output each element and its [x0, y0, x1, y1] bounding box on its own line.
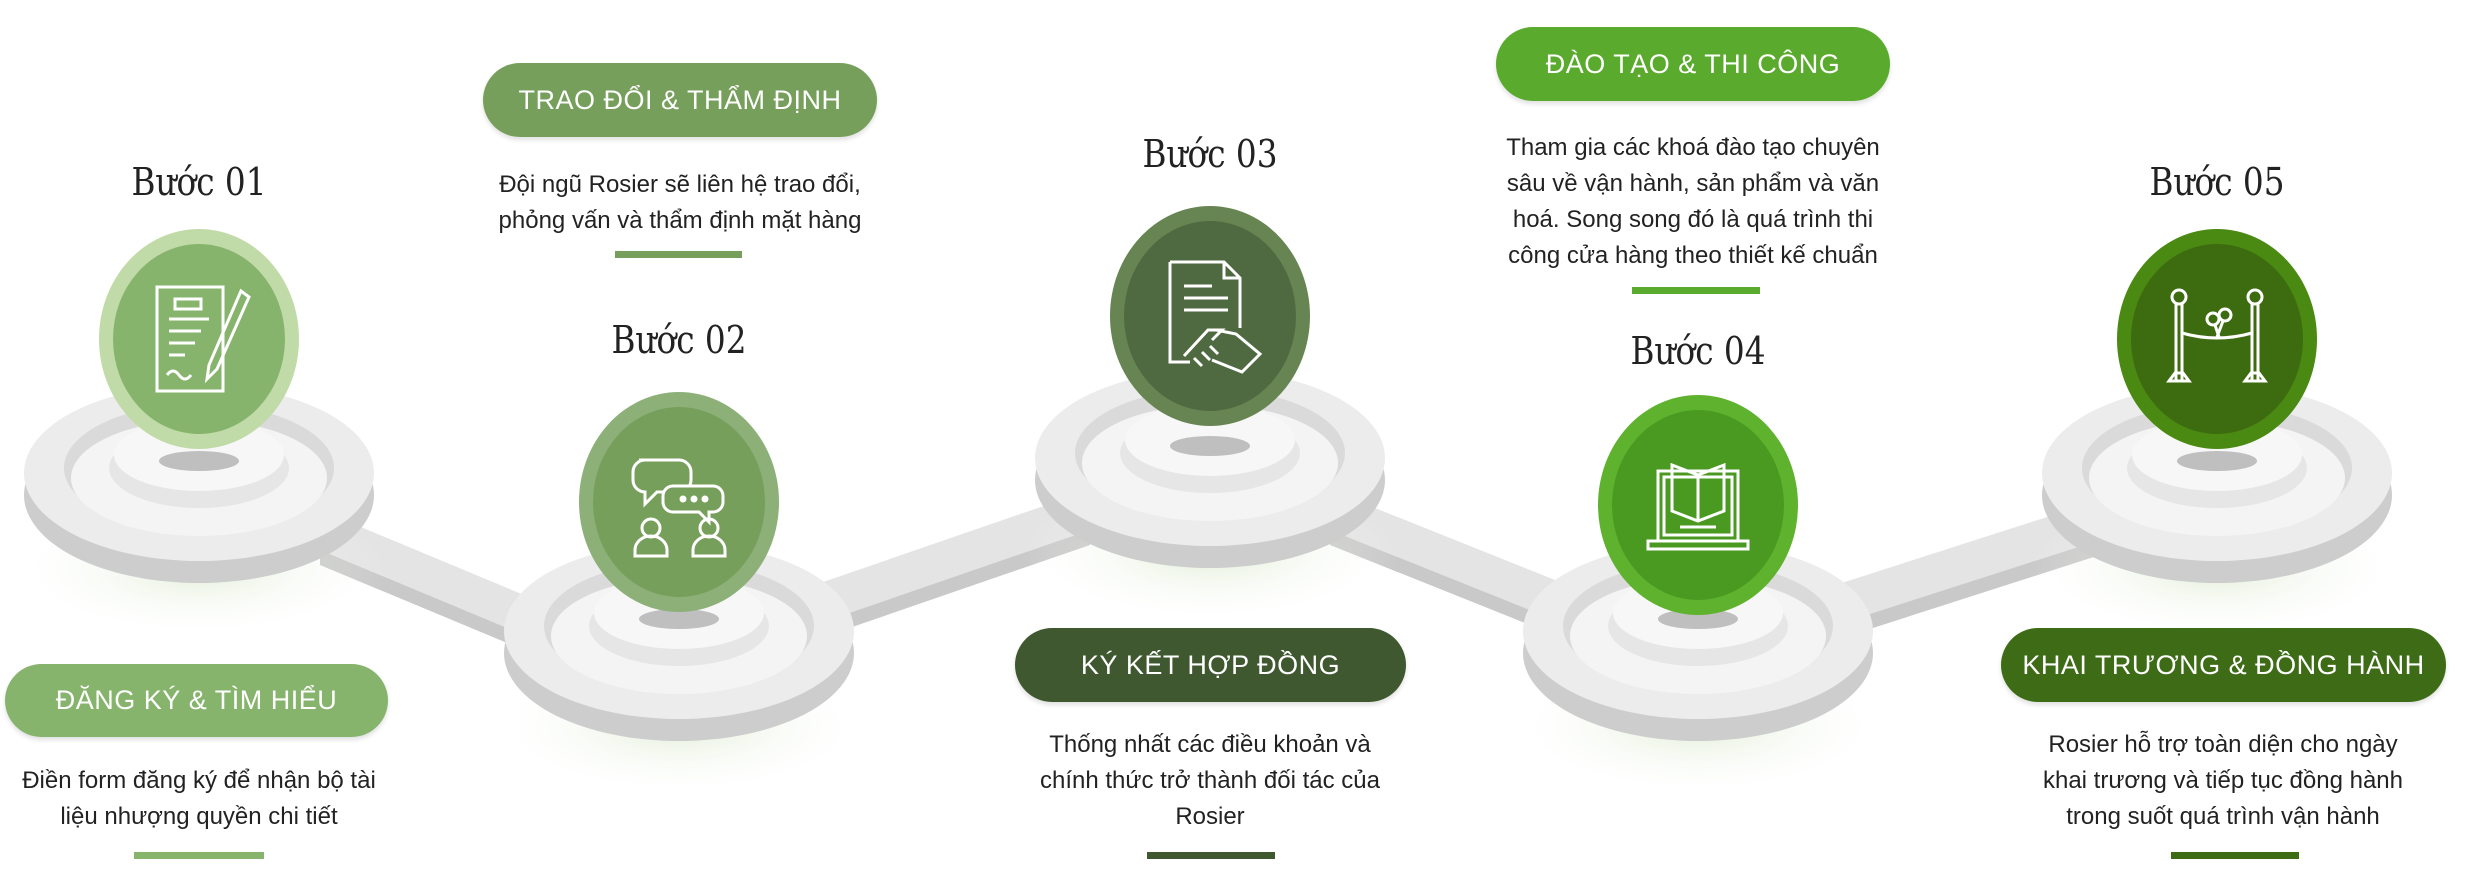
step-1-ring: [9, 385, 389, 638]
desc-line: sâu về vận hành, sản phẩm và văn: [1506, 170, 1880, 197]
desc-line: Rosier hỗ trợ toàn diện cho ngày: [2048, 731, 2398, 758]
beam-2-3: [800, 490, 1090, 630]
desc-line: khai trương và tiếp tục đồng hành: [2042, 767, 2404, 794]
circle-shadow: [639, 609, 719, 629]
contract-pen-icon: [155, 285, 251, 393]
step-5-description: Rosier hỗ trợ toàn diện cho ngày khai tr…: [2023, 727, 2423, 835]
desc-line: chính thức trở thành đối tác của: [1040, 767, 1380, 794]
ribbon-cutting-icon: [2166, 288, 2268, 383]
desc-line: phỏng vấn và thẩm định mặt hàng: [498, 207, 862, 234]
step-5-ring: [2027, 385, 2407, 638]
step-4-label: ĐÀO TẠO & THI CÔNG: [1496, 27, 1890, 101]
step-5-underline: [2171, 852, 2299, 859]
desc-line: Rosier: [1175, 803, 1245, 830]
step-4-underline: [1632, 287, 1760, 294]
step-2-underline: [615, 251, 742, 258]
document-handshake-icon: [1168, 260, 1263, 374]
circle-shadow: [1658, 609, 1738, 629]
laptop-book-icon: [1646, 462, 1750, 551]
step-2-label: TRAO ĐỔI & THẨM ĐỊNH: [483, 63, 877, 137]
desc-line: trong suốt quá trình vận hành: [2066, 803, 2380, 830]
desc-line: liệu nhượng quyền chi tiết: [60, 803, 338, 830]
desc-line: Tham gia các khoá đào tạo chuyên: [1506, 134, 1880, 161]
step-3-ring: [1020, 370, 1400, 623]
step-2-title: Bước 02: [611, 318, 747, 362]
step-3-label: KÝ KẾT HỢP ĐỒNG: [1015, 628, 1406, 702]
chat-people-icon: [631, 458, 727, 558]
desc-line: Điền form đăng ký để nhận bộ tài: [22, 767, 376, 794]
step-2-description: Đội ngũ Rosier sẽ liên hệ trao đổi, phỏn…: [480, 167, 880, 239]
desc-line: công cửa hàng theo thiết kế chuẩn: [1508, 242, 1878, 269]
step-4-ring: [1508, 543, 1888, 796]
step-1-title: Bước 01: [131, 160, 267, 204]
step-4-description: Tham gia các khoá đào tạo chuyên sâu về …: [1493, 130, 1893, 274]
ring-pedestal-top: [1125, 404, 1295, 476]
step-1-description: Điền form đăng ký để nhận bộ tài liệu nh…: [0, 763, 398, 835]
beam-4-5: [1820, 500, 2100, 630]
step-3-description: Thống nhất các điều khoản và chính thức …: [1010, 727, 1410, 835]
step-3-badge: [1110, 206, 1310, 426]
circle-shadow: [1170, 436, 1250, 456]
badge-fill: [1124, 221, 1296, 411]
step-5-title: Bước 05: [2149, 160, 2285, 204]
step-2-ring: [489, 543, 869, 796]
beam-1-2: [320, 510, 560, 650]
desc-line: Thống nhất các điều khoản và: [1049, 731, 1371, 758]
circle-shadow: [159, 451, 239, 471]
step-3-underline: [1147, 852, 1275, 859]
beam-2-3-side: [800, 530, 1090, 645]
circle-shadow: [2177, 451, 2257, 471]
step-1-label: ĐĂNG KÝ & TÌM HIỂU: [5, 664, 388, 737]
step-4-title: Bước 04: [1630, 329, 1766, 373]
desc-line: Đội ngũ Rosier sẽ liên hệ trao đổi,: [499, 171, 861, 198]
step-1-underline: [134, 852, 264, 859]
beam-3-4: [1330, 490, 1580, 630]
desc-line: hoá. Song song đó là quá trình thi: [1512, 206, 1874, 233]
step-5-label: KHAI TRƯƠNG & ĐỒNG HÀNH: [2001, 628, 2446, 702]
step-3-title: Bước 03: [1142, 132, 1278, 176]
